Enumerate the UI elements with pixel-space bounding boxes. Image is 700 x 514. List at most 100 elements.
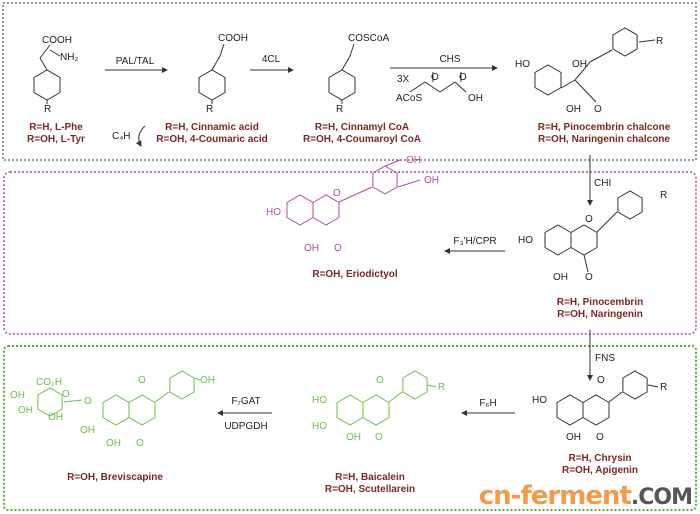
stage-1-box xyxy=(2,2,697,161)
brev-sugar-oh3: OH xyxy=(48,412,63,423)
bond xyxy=(211,55,221,71)
chi-enzyme: CHI xyxy=(594,178,611,189)
phe-cooh: COOH xyxy=(42,35,72,46)
chrysin-ho: HO xyxy=(532,395,547,406)
baic-ho-6: HO xyxy=(312,421,327,432)
chrysin-r: R xyxy=(660,382,667,393)
malonyl-count: 3X xyxy=(397,74,410,85)
pino-r: R xyxy=(660,190,667,201)
brev-sugar-oh1: OH xyxy=(10,390,25,401)
chalcone-b-ring xyxy=(612,27,638,57)
watermark-main: cn-ferment xyxy=(478,481,632,511)
baic-b-ring xyxy=(402,370,428,400)
brev-sugar-o: O xyxy=(62,389,70,400)
malonyl-oh: OH xyxy=(468,93,483,104)
brev-b-ring xyxy=(169,370,195,400)
bond xyxy=(49,49,61,57)
c4h-enzyme: C₄H xyxy=(112,131,131,142)
stage-3-box xyxy=(3,345,697,511)
f3h-enzyme: F₃'H/CPR xyxy=(453,236,496,247)
bond xyxy=(583,254,589,273)
pino-c-ring xyxy=(570,224,598,256)
bond xyxy=(638,39,656,43)
erio-label: R=OH, Eriodictyol xyxy=(312,269,398,280)
erio-oh-4p: OH xyxy=(424,175,439,186)
chalcone-a-ring xyxy=(534,64,562,96)
chrysin-keto-o: O xyxy=(596,432,604,443)
pino-ring-o: O xyxy=(585,214,593,225)
brev-ring-o: O xyxy=(138,375,146,386)
phe-label-1: R=H, L-Phe xyxy=(29,122,83,133)
bond xyxy=(427,384,437,388)
bond xyxy=(589,49,613,63)
pino-ho: HO xyxy=(518,235,533,246)
baic-c-ring xyxy=(362,394,390,426)
chalcone-label-2: R=OH, Naringenin chalcone xyxy=(538,134,670,145)
phe-r: R xyxy=(44,104,51,115)
cinnamic-label-1: R=H, Cinnamic acid xyxy=(165,122,259,133)
brev-a-ring xyxy=(102,394,130,426)
coa-label-2: R=OH, 4-Coumaroyl CoA xyxy=(303,134,421,145)
chrysin-label-1: R=H, Chrysin xyxy=(568,453,631,464)
pino-label-2: R=OH, Naringenin xyxy=(557,309,643,320)
bond xyxy=(424,81,441,93)
erio-a-ring xyxy=(286,194,314,226)
cinnamic-benzene-ring xyxy=(198,69,226,101)
erio-ring-o: O xyxy=(333,188,341,199)
chrysin-b-ring xyxy=(622,370,648,400)
bond xyxy=(39,44,51,59)
bond xyxy=(154,391,170,403)
baic-oh-5: OH xyxy=(346,432,361,443)
chalcone-oh1: OH xyxy=(572,59,587,70)
udpgdh-enzyme: UDPGDH xyxy=(224,421,267,432)
bond xyxy=(384,159,401,167)
brev-label: R=OH, Breviscapine xyxy=(67,472,163,483)
cinnamic-cooh: COOH xyxy=(218,33,248,44)
baic-keto-o: O xyxy=(375,432,383,443)
brev-keto-o: O xyxy=(136,438,144,449)
fns-enzyme: FNS xyxy=(595,353,615,364)
bond xyxy=(349,43,355,57)
brev-oh-5: OH xyxy=(106,438,121,449)
pal-tal-enzyme: PAL/TAL xyxy=(116,56,155,67)
baic-label-1: R=H, Baicalein xyxy=(335,472,405,483)
coa-label-1: R=H, Cinnamyl CoA xyxy=(315,122,409,133)
stage-2-box xyxy=(3,171,697,335)
baic-label-2: R=OH, Scutellarein xyxy=(325,484,415,495)
cinnamic-r: R xyxy=(206,104,213,115)
brev-sugar-oh2: OH xyxy=(18,405,33,416)
bond xyxy=(397,179,421,188)
bond xyxy=(338,186,373,203)
chrysin-ring-o: O xyxy=(597,375,605,386)
f7gat-enzyme: F₇GAT xyxy=(231,396,260,407)
malonyl-acos: ACoS xyxy=(396,93,422,104)
chalcone-r: R xyxy=(656,36,663,47)
chalcone-oh2: OH xyxy=(566,104,581,115)
phe-benzene-ring xyxy=(33,69,61,101)
erio-c-ring xyxy=(312,194,340,226)
phe-label-2: R=OH, L-Tyr xyxy=(27,134,85,145)
baic-r: R xyxy=(438,382,445,393)
pino-label-1: R=H, Pinocembrin xyxy=(557,297,643,308)
chrysin-oh: OH xyxy=(566,432,581,443)
chrysin-a-ring xyxy=(556,394,584,426)
coa-r: R xyxy=(336,104,343,115)
chalcone-label-1: R=H, Pinocembrin chalcone xyxy=(538,122,671,133)
c4h-curved-arrow xyxy=(135,125,146,147)
erio-oh-3p: OH xyxy=(406,155,421,166)
bond xyxy=(574,79,597,103)
chrysin-label-2: R=OH, Apigenin xyxy=(562,465,638,476)
baic-ho-7: HO xyxy=(312,395,327,406)
baic-a-ring xyxy=(336,394,364,426)
bond xyxy=(574,61,591,81)
f6h-enzyme: F₆H xyxy=(479,398,496,409)
cinnamic-label-2: R=OH, 4-Coumaric acid xyxy=(156,134,267,145)
bond xyxy=(608,391,623,403)
malonyl-o1: O xyxy=(431,72,439,83)
bond xyxy=(409,81,426,93)
watermark-logo: cn-ferment.COM xyxy=(478,481,693,511)
chalcone-o: O xyxy=(594,104,602,115)
bond xyxy=(388,391,403,403)
erio-ho: HO xyxy=(266,207,281,218)
